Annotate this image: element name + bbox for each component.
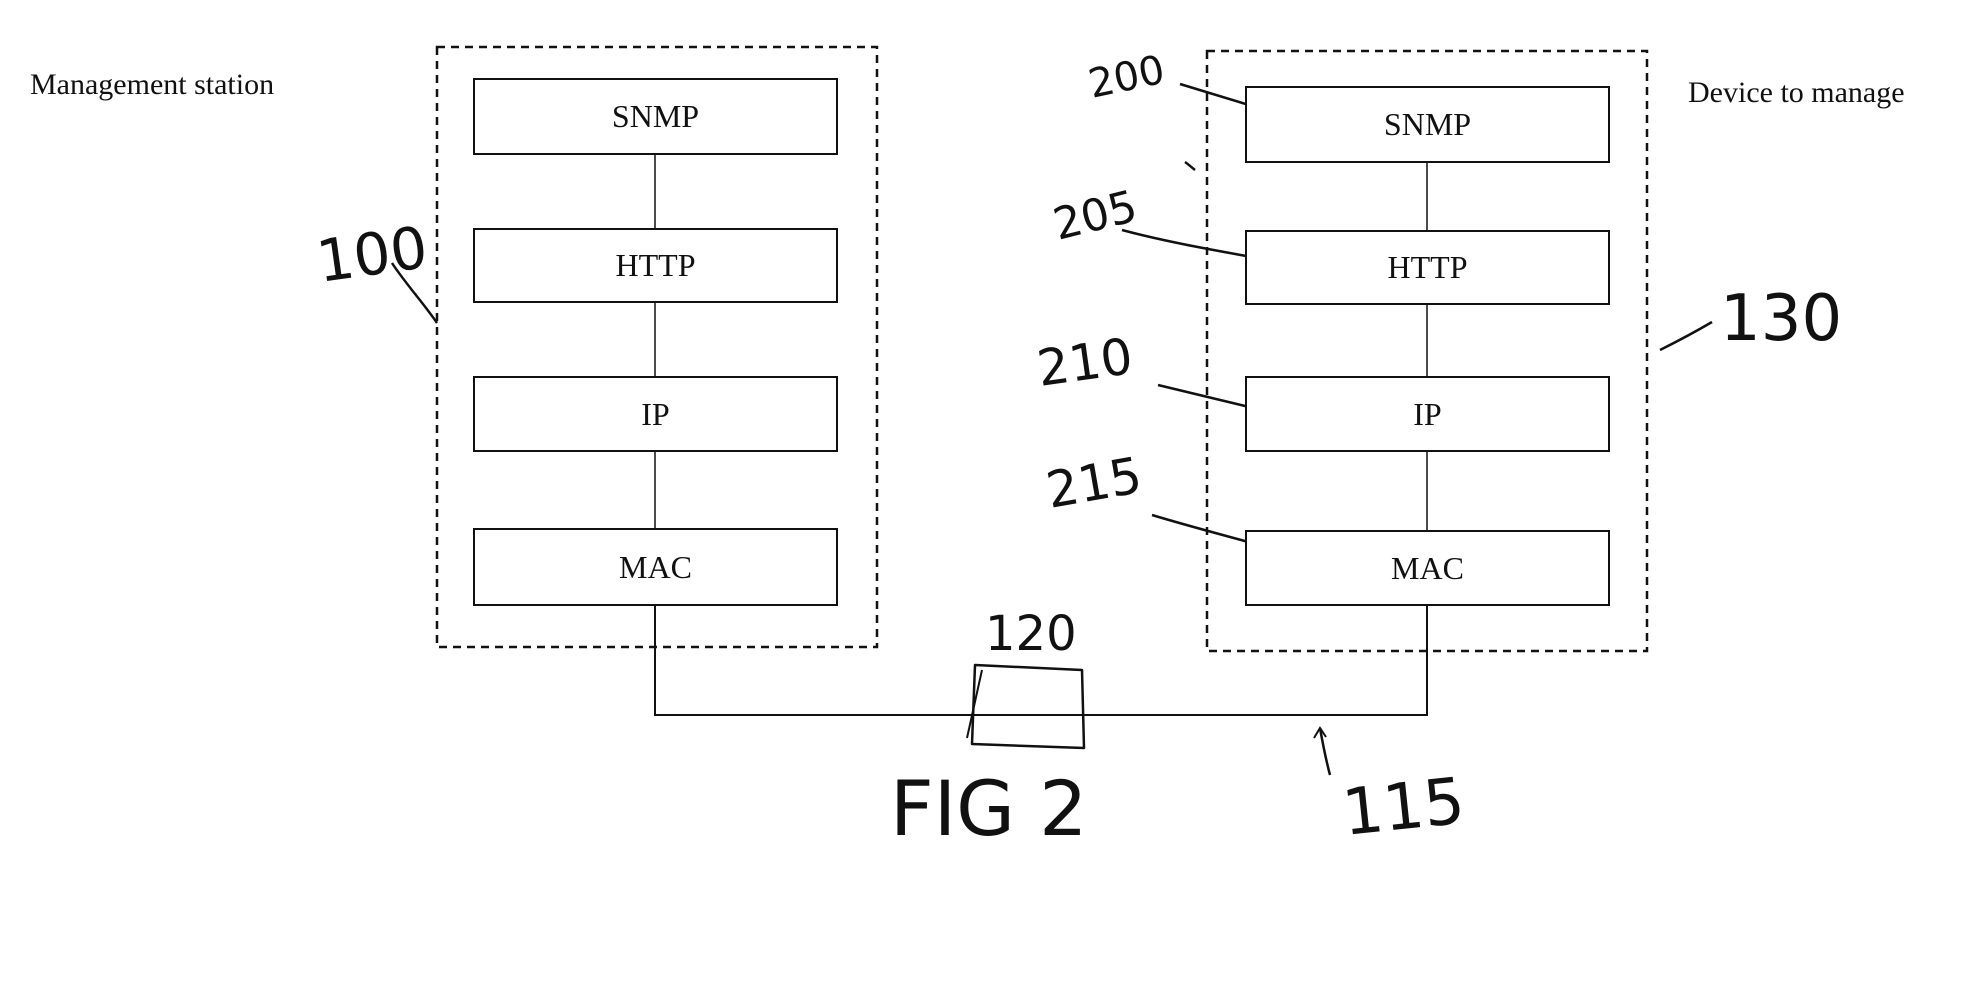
management-station-label: Management station xyxy=(30,68,274,102)
ref-210: 210 xyxy=(1034,327,1137,398)
right-ip-layer: IP xyxy=(1245,376,1610,452)
leader-130 xyxy=(1660,322,1712,350)
ref-215: 215 xyxy=(1042,446,1146,520)
ref-115: 115 xyxy=(1339,765,1468,851)
link-box-120 xyxy=(972,665,1084,748)
ref-200: 200 xyxy=(1085,47,1169,108)
right-http-layer: HTTP xyxy=(1245,230,1610,305)
left-ip-layer: IP xyxy=(473,376,838,452)
ref-130: 130 xyxy=(1720,282,1842,356)
left-mac-layer: MAC xyxy=(473,528,838,606)
figure-label: FIG 2 xyxy=(890,764,1088,853)
ref-205: 205 xyxy=(1048,181,1142,251)
right-mac-layer: MAC xyxy=(1245,530,1610,606)
left-snmp-layer: SNMP xyxy=(473,78,838,155)
left-http-layer: HTTP xyxy=(473,228,838,303)
right-snmp-layer: SNMP xyxy=(1245,86,1610,163)
ref-100: 100 xyxy=(312,213,431,296)
ref-120: 120 xyxy=(985,606,1077,662)
device-to-manage-label: Device to manage xyxy=(1688,76,1905,110)
leader-tick xyxy=(1185,162,1195,170)
